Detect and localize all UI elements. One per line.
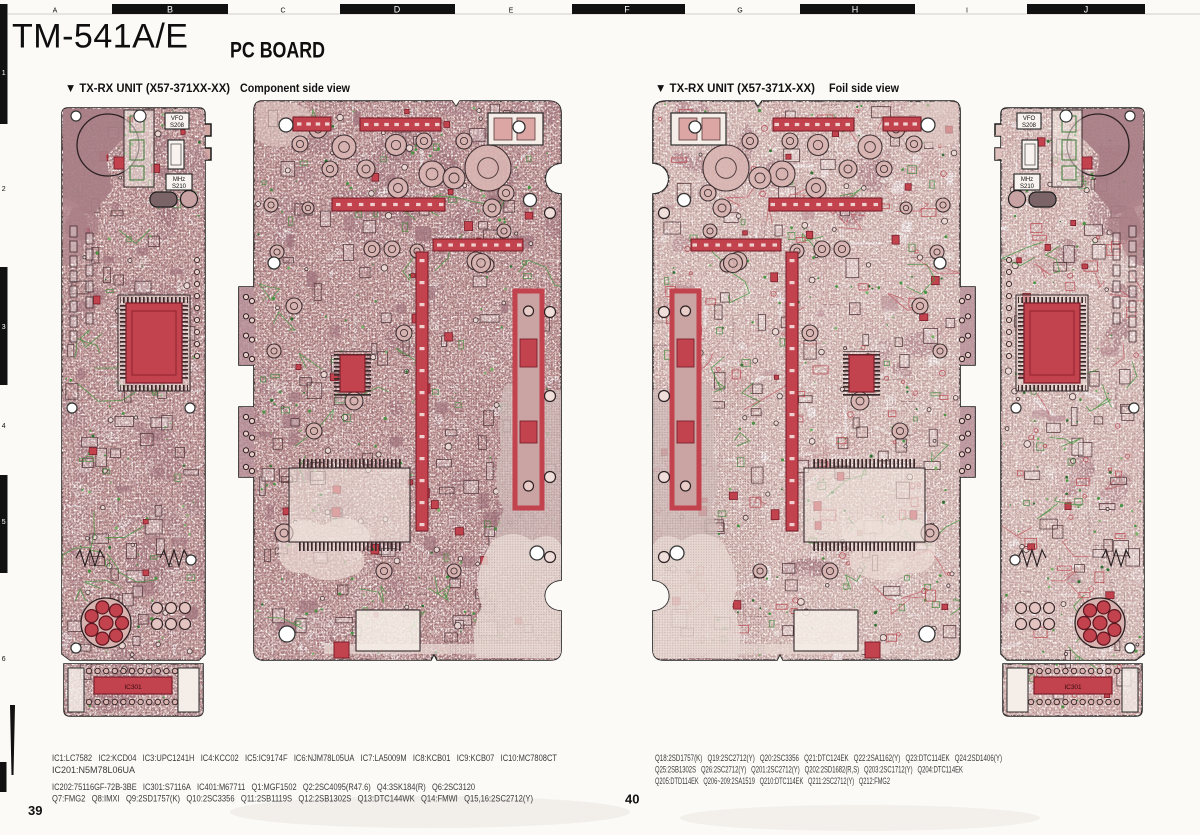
svg-text:IC202:75116GF-72B-3BE IC301:: IC202:75116GF-72B-3BE IC301:S7116A IC401… [52,782,475,792]
svg-text:▼ TX-RX UNIT (X57-371XX-XX): ▼ TX-RX UNIT (X57-371XX-XX) [65,81,230,95]
svg-text:Foil side view: Foil side view [829,81,900,95]
svg-text:MHz: MHz [173,177,185,183]
svg-text:6: 6 [2,656,6,663]
svg-text:S208: S208 [170,123,185,129]
svg-text:Q205:DTD114EK Q206~209:2SA15: Q205:DTD114EK Q206~209:2SA1519 Q210:DTC1… [655,776,890,786]
svg-text:D: D [394,4,401,14]
svg-text:Component side view: Component side view [240,81,351,95]
svg-text:S208: S208 [1022,123,1037,129]
svg-text:Q18:2SD1757(K) Q19:2SC2712(Y: Q18:2SD1757(K) Q19:2SC2712(Y) Q20:2SC335… [655,753,1002,763]
svg-text:2: 2 [2,186,6,193]
svg-text:IC301: IC301 [124,684,142,691]
svg-text:H: H [852,4,859,14]
svg-text:MHz: MHz [1021,177,1033,183]
svg-text:TM-541A/E: TM-541A/E [12,18,188,56]
svg-text:J: J [1084,4,1089,14]
svg-text:A: A [53,7,58,14]
svg-text:S210: S210 [172,184,187,190]
svg-text:E: E [509,7,514,14]
svg-text:B: B [167,4,173,14]
svg-text:3: 3 [2,324,6,331]
svg-text:IC301: IC301 [1064,684,1082,691]
svg-text:39: 39 [28,803,42,818]
svg-text:▼ TX-RX UNIT (X57-371X-XX): ▼ TX-RX UNIT (X57-371X-XX) [655,81,815,95]
svg-text:F: F [624,4,630,14]
svg-text:I: I [966,7,968,14]
svg-text:Q25:2SB1302S Q26:2SC2712(Y): Q25:2SB1302S Q26:2SC2712(Y) Q201:2SC2712… [655,765,963,775]
svg-text:G: G [737,7,742,14]
svg-text:5: 5 [2,519,6,526]
svg-text:40: 40 [625,792,639,807]
svg-text:1: 1 [2,70,6,77]
svg-text:IC201:N5M78L06UA: IC201:N5M78L06UA [52,765,135,775]
svg-text:Q7:FMG2 Q8:IMXI Q9:2SD1757: Q7:FMG2 Q8:IMXI Q9:2SD1757(K) Q10:2SC335… [52,794,533,804]
svg-text:4: 4 [2,423,6,430]
svg-text:PC BOARD: PC BOARD [230,38,325,63]
svg-text:S210: S210 [1020,184,1035,190]
svg-text:IC1:LC7582 IC2:KCD04 IC3:U: IC1:LC7582 IC2:KCD04 IC3:UPC1241H IC4:KC… [52,753,557,763]
svg-text:VFO: VFO [171,116,184,122]
svg-text:C: C [280,7,285,14]
svg-text:VFO: VFO [1023,116,1036,122]
